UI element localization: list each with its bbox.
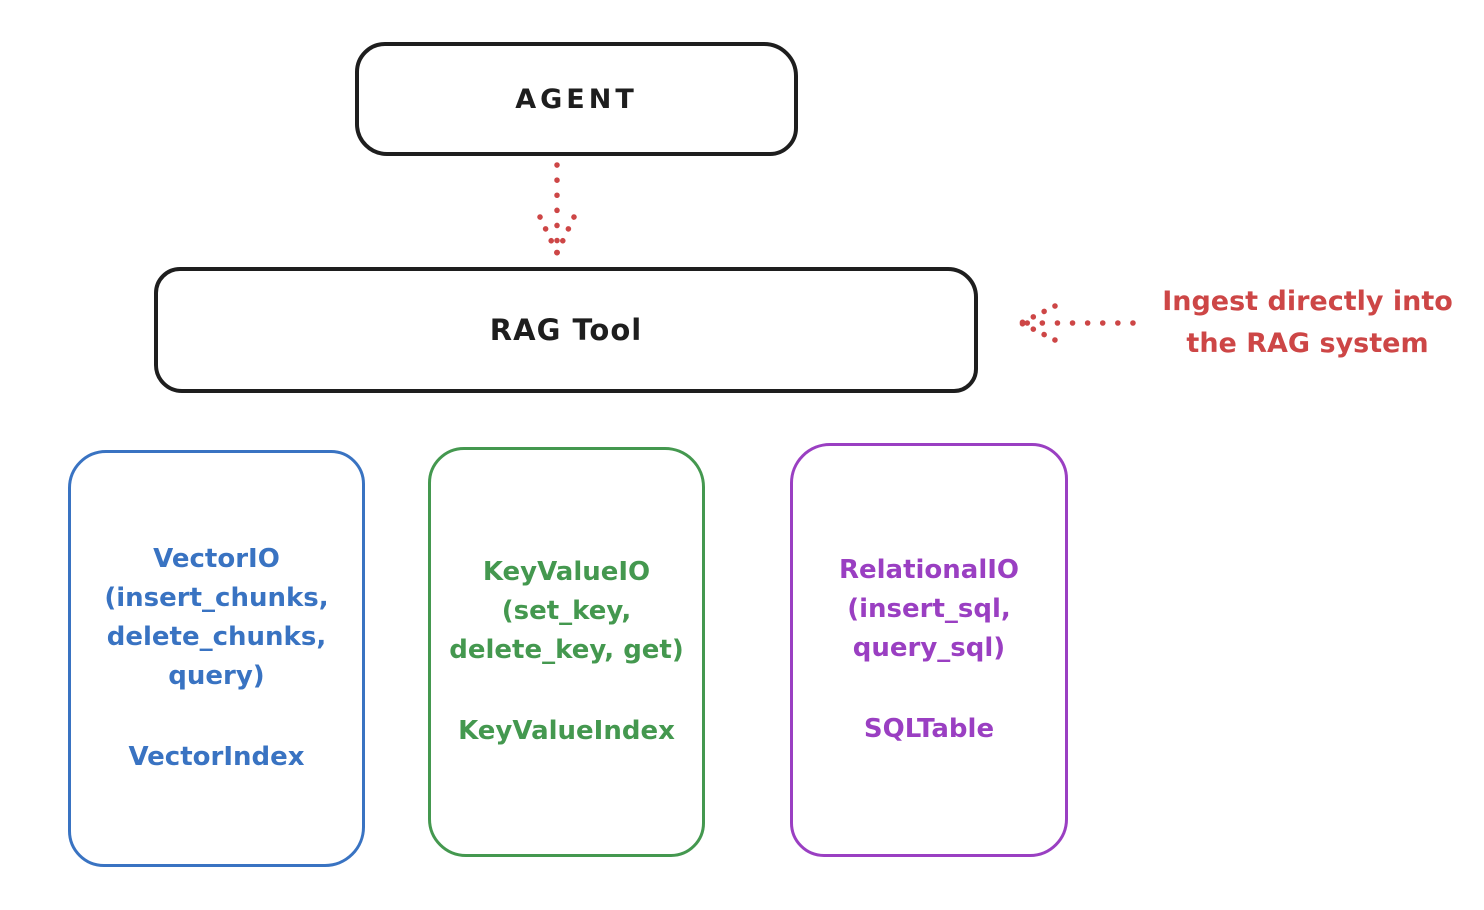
- keyvalue-io-subtitle: KeyValueIndex: [458, 716, 675, 746]
- relational-io-node: RelationalIO (insert_sql, query_sql) SQL…: [790, 443, 1068, 857]
- keyvalue-io-node: KeyValueIO (set_key, delete_key, get) Ke…: [428, 447, 705, 857]
- ingest-annotation: Ingest directly into the RAG system: [1162, 286, 1453, 359]
- rag-tool-node: RAG Tool: [154, 267, 978, 393]
- rag-tool-label: RAG Tool: [489, 313, 643, 347]
- relational-io-title: RelationalIO (insert_sql, query_sql): [838, 555, 1020, 663]
- ingest-arrow-icon: [1018, 303, 1136, 343]
- agent-to-ragtool-arrow-icon: [537, 162, 577, 256]
- agent-node: AGENT: [355, 42, 798, 156]
- vector-io-subtitle: VectorIndex: [128, 742, 305, 772]
- relational-io-subtitle: SQLTable: [863, 714, 995, 744]
- vector-io-title: VectorIO (insert_chunks, delete_chunks, …: [104, 544, 329, 691]
- agent-label: AGENT: [515, 83, 638, 115]
- vector-io-node: VectorIO (insert_chunks, delete_chunks, …: [68, 450, 365, 867]
- keyvalue-io-title: KeyValueIO (set_key, delete_key, get): [449, 557, 684, 665]
